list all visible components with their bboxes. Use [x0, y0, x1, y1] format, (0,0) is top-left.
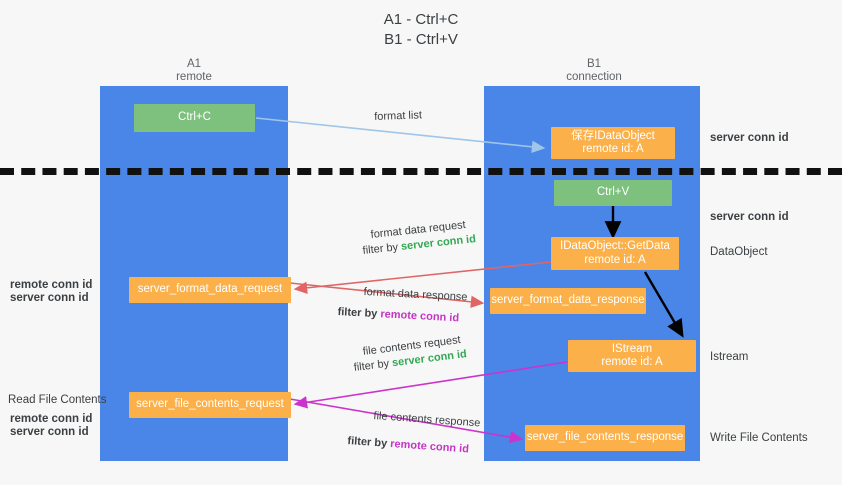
phase-separator: [0, 168, 842, 175]
arrow-getdata-to-istream: [643, 271, 684, 338]
arrow-format-list: [255, 117, 546, 154]
column-header-b1-sub: connection: [566, 71, 622, 83]
box-server-format-data-response[interactable]: server_format_data_response: [490, 288, 646, 314]
right-label-server-conn-id-mid: server conn id: [710, 211, 789, 223]
box-istream-line2: remote id: A: [601, 356, 663, 368]
box-idataobject-getdata[interactable]: IDataObject::GetData remote id: A: [551, 237, 679, 270]
edge-label-format-list-text: format list: [374, 109, 423, 123]
edge-label-format-list: format list: [374, 108, 422, 124]
column-header-a1-name: A1: [186, 58, 202, 70]
edge-label-format-data-response-filter-prefix: filter by: [337, 305, 381, 321]
arrow-format-data-response: [289, 282, 485, 309]
left-label-server-conn-id-upper: server conn id: [10, 292, 89, 304]
column-header-a1: A1 remote: [130, 58, 258, 84]
box-save-idataobject-line2: remote id: A: [582, 143, 644, 155]
box-idataobject-getdata-line2: remote id: A: [584, 253, 646, 266]
box-istream-line1: IStream: [611, 342, 653, 355]
edge-label-file-contents-response-filter-prefix: filter by: [347, 434, 391, 450]
box-server-format-data-response-label: server_format_data_response: [491, 294, 645, 307]
right-label-istream: Istream: [710, 351, 749, 363]
box-server-file-contents-request[interactable]: server_file_contents_request: [129, 392, 291, 418]
left-label-read-file-contents: Read File Contents: [8, 394, 107, 406]
column-header-b1-name: B1: [586, 58, 602, 70]
box-server-format-data-request-label: server_format_data_request: [137, 283, 283, 296]
page-title: A1 - Ctrl+C B1 - Ctrl+V: [0, 10, 842, 50]
right-label-data-object: DataObject: [710, 246, 768, 258]
box-server-file-contents-request-label: server_file_contents_request: [136, 398, 284, 411]
box-ctrl-v[interactable]: Ctrl+V: [554, 180, 672, 206]
box-ctrl-c-label: Ctrl+C: [178, 111, 211, 124]
left-label-server-conn-id-lower: server conn id: [10, 426, 89, 438]
box-ctrl-v-label: Ctrl+V: [596, 186, 630, 199]
box-istream[interactable]: IStream remote id: A: [568, 340, 696, 372]
box-ctrl-c[interactable]: Ctrl+C: [134, 104, 255, 132]
column-header-b1: B1 connection: [530, 58, 658, 84]
box-server-file-contents-response-label: server_file_contents_response: [526, 431, 684, 444]
right-label-write-file-contents: Write File Contents: [710, 432, 808, 444]
edge-label-format-data-request-filter-prefix: filter by: [362, 240, 402, 257]
arrow-file-contents-response: [289, 398, 524, 444]
arrow-format-data-request: [293, 261, 552, 295]
box-save-idataobject-line1: 保存IDataObject: [571, 129, 655, 142]
left-label-remote-conn-id-upper: remote conn id: [10, 279, 93, 291]
column-header-a1-sub: remote: [176, 71, 212, 83]
left-label-remote-conn-id-lower: remote conn id: [10, 413, 93, 425]
box-server-file-contents-response[interactable]: server_file_contents_response: [525, 425, 685, 451]
title-line-2: B1 - Ctrl+V: [384, 31, 458, 48]
arrow-file-contents-request: [293, 361, 568, 409]
title-line-1: A1 - Ctrl+C: [383, 11, 459, 28]
box-server-format-data-request[interactable]: server_format_data_request: [129, 277, 291, 303]
box-save-idataobject[interactable]: 保存IDataObject remote id: A: [551, 127, 675, 159]
box-idataobject-getdata-line1: IDataObject::GetData: [560, 240, 670, 252]
right-label-server-conn-id-top: server conn id: [710, 132, 789, 144]
